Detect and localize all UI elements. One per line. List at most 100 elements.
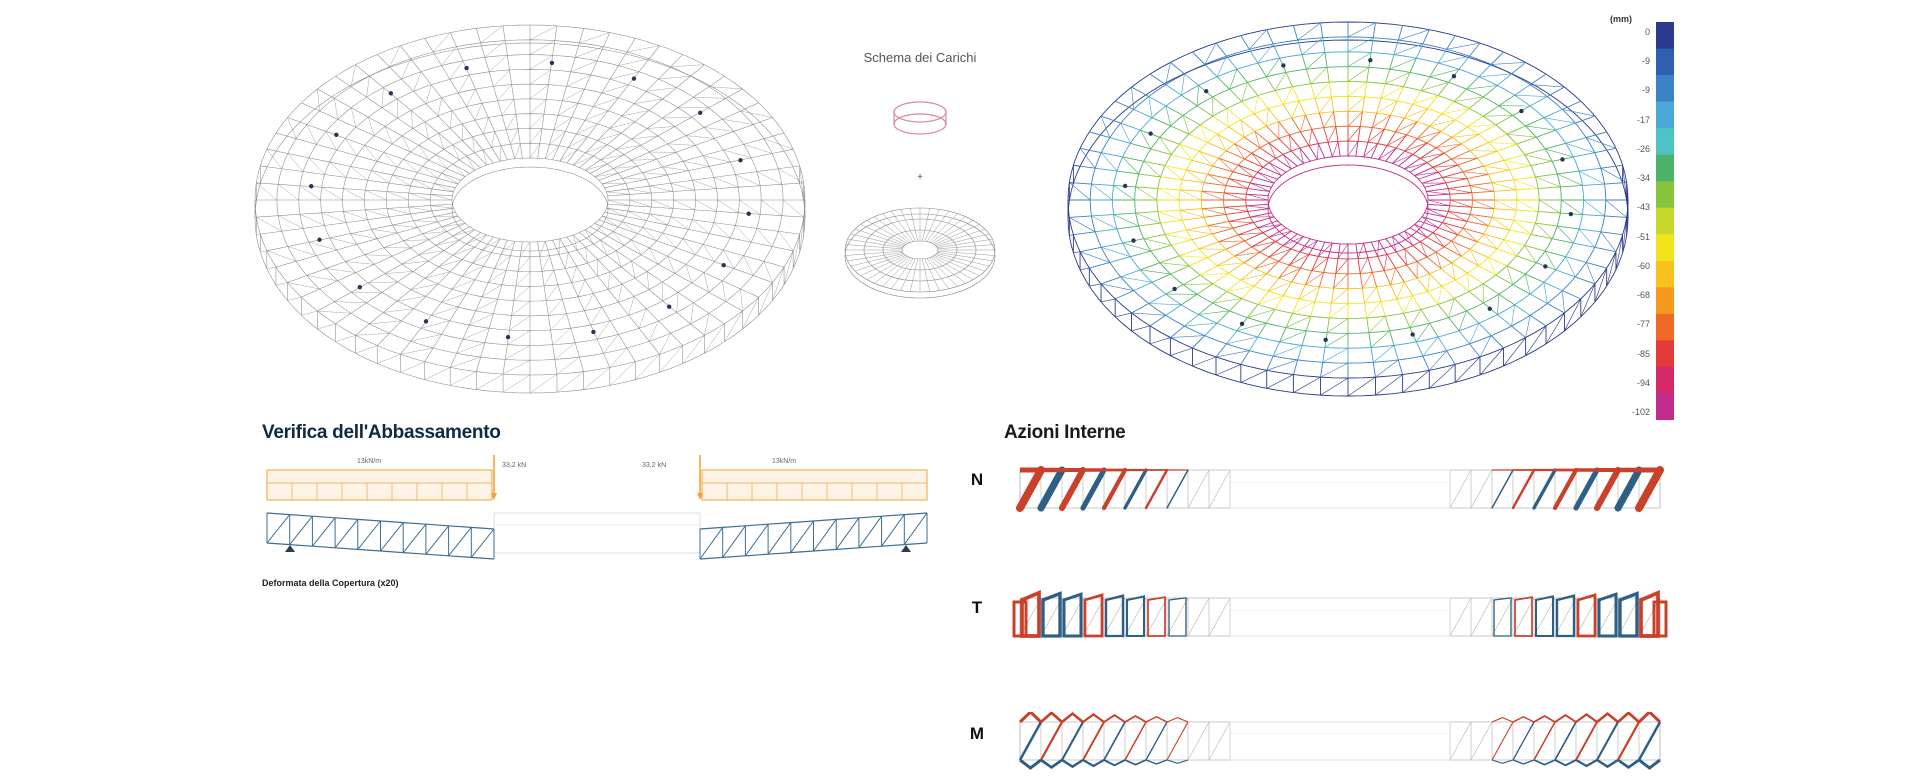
point-load-left-label: 33,2 kN [502, 462, 526, 469]
shear-force-member [1125, 595, 1146, 638]
colorbar-tick-label: -77 [1636, 319, 1650, 330]
colorbar-swatch [1656, 340, 1674, 368]
shear-force-member [1083, 593, 1104, 638]
bending-moment-member [1145, 716, 1168, 723]
support-node [423, 319, 429, 324]
support-node [1543, 264, 1548, 269]
support-node [505, 334, 511, 340]
colorbar-tick-label: -9 [1641, 85, 1650, 96]
colorbar-swatch [1656, 260, 1674, 288]
distributed-load-block [266, 469, 493, 501]
bending-moment-member [1103, 714, 1126, 723]
shear-force-member [1576, 593, 1597, 638]
colorbar-swatch [1656, 22, 1674, 50]
support-node [697, 110, 703, 116]
deformed-roof-heatmap [1030, 10, 1630, 410]
deflection-check-diagram: 13kN/m 13kN/m 33,2 kN 33,2 kN [262, 455, 942, 565]
loads-scheme-drawing [844, 101, 996, 299]
support-node [1323, 337, 1328, 342]
support-node [1368, 58, 1373, 63]
undeformed-roof-drawing [254, 24, 806, 394]
plus-sign: + [917, 172, 923, 183]
axial-force-member [1016, 466, 1045, 512]
axial-force-member [1593, 466, 1622, 512]
colorbar-unit: (mm) [1610, 14, 1632, 24]
axial-force-member [1491, 469, 1514, 509]
support-node [464, 65, 469, 71]
bending-moment-member [1575, 713, 1598, 723]
shear-force-member [1062, 592, 1083, 638]
colorbar-swatch [1656, 48, 1674, 76]
load-left-label: 13kN/m [357, 458, 381, 465]
mini-roof-icon [844, 207, 996, 299]
support-node [746, 211, 751, 216]
colorbar-swatch [1656, 313, 1674, 341]
colorbar-tick-label: -60 [1636, 260, 1650, 271]
verifica-title: Verifica dell'Abbassamento [262, 422, 501, 443]
colorbar-tick-label: 0 [1644, 27, 1650, 37]
deformed-truss-chord [699, 512, 928, 530]
support-node [309, 184, 314, 189]
shear-force-member [1597, 592, 1618, 638]
support-node [1451, 74, 1457, 79]
roof-lattice [254, 24, 806, 394]
displacement-colorbar: (mm) 0-9-9-17-26-34-43-51-60-68-77-85-94… [1610, 10, 1690, 420]
axial-force-member [1532, 468, 1557, 510]
support-node [1204, 89, 1209, 94]
support-node [549, 60, 555, 66]
support-triangle [285, 545, 295, 552]
shear-force-member [1514, 596, 1533, 637]
support-node [317, 237, 322, 242]
colorbar-tick-label: -51 [1636, 231, 1650, 242]
support-node [1410, 332, 1415, 337]
support-node [1122, 183, 1128, 189]
colorbar-swatch [1656, 181, 1674, 209]
shear-force-member [1020, 590, 1041, 638]
bending-moment-member [1040, 712, 1063, 724]
axial-force-member [1166, 469, 1189, 509]
colorbar-swatch [1656, 287, 1674, 315]
axial-force-member [1037, 466, 1066, 512]
colorbar-gradient [1656, 22, 1674, 420]
support-node [1172, 286, 1177, 292]
bending-moment-member [1596, 712, 1619, 723]
colorbar-swatch [1656, 207, 1674, 235]
axial-force-member [1144, 468, 1169, 510]
deformation-caption: Deformata della Copertura (x20) [262, 578, 399, 588]
colorbar-swatch [1656, 393, 1674, 420]
colorbar-tick-label: -17 [1636, 114, 1650, 125]
axial-force-member [1573, 467, 1600, 511]
distributed-load-block [701, 469, 928, 501]
axial-force-label: N [970, 470, 984, 489]
bending-moment-member [1166, 716, 1189, 723]
end-post [1012, 600, 1028, 638]
shear-force-member [1534, 595, 1555, 638]
bending-moment-member [1124, 715, 1147, 723]
colorbar-swatch [1656, 128, 1674, 156]
load-right-label: 13kN/m [772, 458, 796, 465]
axial-force-member [1101, 467, 1128, 511]
colorbar-swatch [1656, 75, 1674, 103]
bending-moment-member [1533, 715, 1556, 723]
roof-lattice [1067, 21, 1629, 397]
support-node [334, 132, 339, 138]
colorbar-tick-label: -9 [1641, 56, 1650, 67]
colorbar-tick-label: -68 [1636, 290, 1650, 301]
support-node [631, 76, 637, 81]
bending-moment-member [1061, 712, 1084, 723]
support-triangle [901, 545, 911, 552]
colorbar-ticks: 0-9-9-17-26-34-43-51-60-68-77-85-94-102 [1610, 27, 1650, 420]
support-node [1281, 63, 1286, 68]
support-node [1519, 108, 1524, 114]
colorbar-tick-label: -102 [1631, 407, 1650, 417]
colorbar-swatch [1656, 101, 1674, 129]
support-node [1239, 321, 1245, 326]
axial-force-member [1123, 468, 1148, 510]
axial-force-member [1511, 468, 1536, 510]
deformed-truss-chord [266, 512, 495, 530]
bending-moment-member [1637, 712, 1662, 724]
colorbar-tick-label: -85 [1636, 348, 1650, 359]
end-post [1652, 600, 1668, 638]
bending-moment-member [1018, 712, 1043, 724]
bending-moment-member [1082, 713, 1105, 723]
